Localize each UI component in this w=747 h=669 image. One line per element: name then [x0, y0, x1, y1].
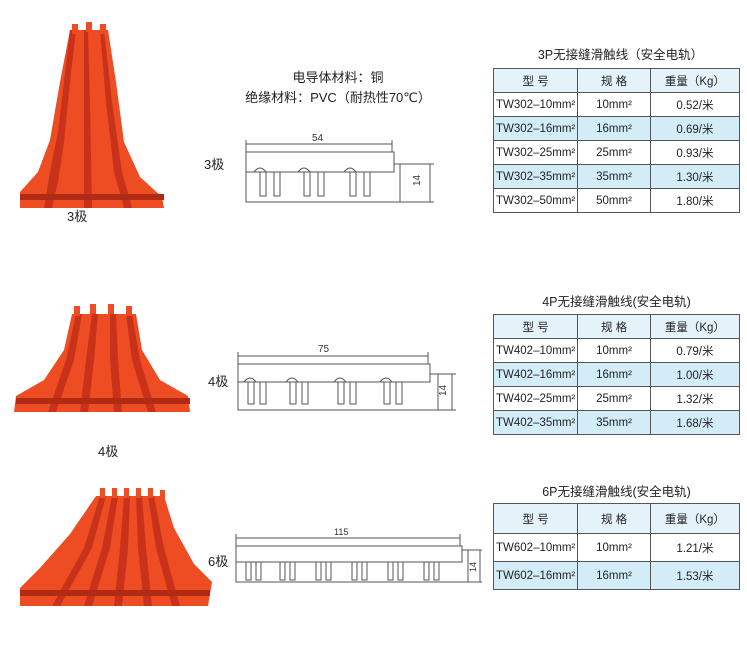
header-model: 型 号 [492, 503, 579, 534]
cell-model: TW402–35mm² [492, 410, 579, 435]
header-weight: 重量（Kg） [649, 68, 741, 93]
spec-table-6-pole: 型 号 规 格 重量（Kg） TW602–10mm² 10mm² 1.21/米 … [492, 503, 741, 590]
table-row: TW302–35mm² 35mm² 1.30/米 [492, 164, 741, 189]
table-row: TW402–16mm² 16mm² 1.00/米 [492, 362, 741, 387]
table-header-row: 型 号 规 格 重量（Kg） [492, 503, 741, 534]
cell-weight: 1.32/米 [649, 386, 741, 411]
photo-caption-4-pole: 4极 [98, 444, 119, 459]
table-row: TW402–35mm² 35mm² 1.68/米 [492, 410, 741, 435]
cell-weight: 1.21/米 [649, 533, 741, 562]
cell-spec: 10mm² [577, 338, 651, 363]
cell-spec: 50mm² [577, 188, 651, 213]
header-weight: 重量（Kg） [649, 314, 741, 339]
spec-table-4-pole: 型 号 规 格 重量（Kg） TW402–10mm² 10mm² 0.79/米 … [492, 314, 741, 435]
table-header-row: 型 号 规 格 重量（Kg） [492, 314, 741, 339]
cell-model: TW302–16mm² [492, 116, 579, 141]
table-title-4-pole: 4P无接缝滑触线(安全电轨) [542, 295, 691, 309]
table-title-6-pole: 6P无接缝滑触线(安全电轨) [542, 485, 691, 499]
header-model: 型 号 [492, 68, 579, 93]
height-dim-6-pole: 14 [468, 562, 478, 572]
cell-weight: 1.68/米 [649, 410, 741, 435]
table-title-3-pole: 3P无接缝滑触线（安全电轨） [537, 48, 704, 62]
spec-table-3-pole: 型 号 规 格 重量（Kg） TW302–10mm² 10mm² 0.52/米 … [492, 68, 741, 213]
drawing-label-3-pole: 3极 [204, 157, 225, 172]
cell-weight: 1.30/米 [649, 164, 741, 189]
table-row: TW302–25mm² 25mm² 0.93/米 [492, 140, 741, 165]
drawing-label-6-pole: 6极 [208, 554, 229, 569]
cell-model: TW402–10mm² [492, 338, 579, 363]
profile-drawing-4-pole: 75 14 [237, 344, 456, 411]
cell-model: TW602–10mm² [492, 533, 579, 562]
cell-spec: 16mm² [577, 362, 651, 387]
table-row: TW402–25mm² 25mm² 1.32/米 [492, 386, 741, 411]
cell-spec: 16mm² [577, 116, 651, 141]
cell-weight: 0.69/米 [649, 116, 741, 141]
rail-photo-3-pole [20, 22, 164, 208]
header-spec: 规 格 [577, 68, 651, 93]
cell-model: TW302–25mm² [492, 140, 579, 165]
table-row: TW302–50mm² 50mm² 1.80/米 [492, 188, 741, 213]
cell-model: TW402–25mm² [492, 386, 579, 411]
table-row: TW302–16mm² 16mm² 0.69/米 [492, 116, 741, 141]
cell-weight: 0.79/米 [649, 338, 741, 363]
cell-weight: 1.80/米 [649, 188, 741, 213]
cell-spec: 10mm² [577, 533, 651, 562]
photo-caption-3-pole: 3极 [67, 209, 88, 224]
drawing-label-4-pole: 4极 [208, 374, 229, 389]
rail-photo-6-pole [20, 488, 212, 606]
header-model: 型 号 [492, 314, 579, 339]
rail-photo-4-pole [14, 304, 190, 412]
profile-drawing-3-pole: 54 14 [245, 133, 434, 203]
cell-model: TW402–16mm² [492, 362, 579, 387]
cell-weight: 0.93/米 [649, 140, 741, 165]
table-row: TW402–10mm² 10mm² 0.79/米 [492, 338, 741, 363]
height-dim-4-pole: 14 [438, 384, 449, 396]
table-row: TW302–10mm² 10mm² 0.52/米 [492, 92, 741, 117]
cell-spec: 35mm² [577, 410, 651, 435]
cell-weight: 1.00/米 [649, 362, 741, 387]
width-dim-4-pole: 75 [318, 344, 330, 355]
insulation-material: 绝缘材料：PVC（耐热性70℃） [245, 90, 431, 105]
cell-model: TW302–10mm² [492, 92, 579, 117]
cell-spec: 25mm² [577, 386, 651, 411]
table-row: TW602–10mm² 10mm² 1.21/米 [492, 533, 741, 562]
height-dim-3-pole: 14 [412, 174, 423, 186]
header-spec: 规 格 [577, 314, 651, 339]
cell-spec: 35mm² [577, 164, 651, 189]
cell-model: TW302–50mm² [492, 188, 579, 213]
table-row: TW602–16mm² 16mm² 1.53/米 [492, 561, 741, 590]
cell-weight: 1.53/米 [649, 561, 741, 590]
cell-spec: 25mm² [577, 140, 651, 165]
profile-drawing-6-pole: 115 14 [235, 527, 482, 583]
header-weight: 重量（Kg） [649, 503, 741, 534]
table-header-row: 型 号 规 格 重量（Kg） [492, 68, 741, 93]
conductor-material: 电导体材料：铜 [292, 70, 384, 85]
cell-weight: 0.52/米 [649, 92, 741, 117]
materials-note: 电导体材料：铜 绝缘材料：PVC（耐热性70℃） [228, 68, 448, 108]
cell-spec: 16mm² [577, 561, 651, 590]
width-dim-6-pole: 115 [334, 527, 348, 537]
cell-model: TW602–16mm² [492, 561, 579, 590]
cell-spec: 10mm² [577, 92, 651, 117]
cell-model: TW302–35mm² [492, 164, 579, 189]
header-spec: 规 格 [577, 503, 651, 534]
width-dim-3-pole: 54 [312, 133, 324, 144]
